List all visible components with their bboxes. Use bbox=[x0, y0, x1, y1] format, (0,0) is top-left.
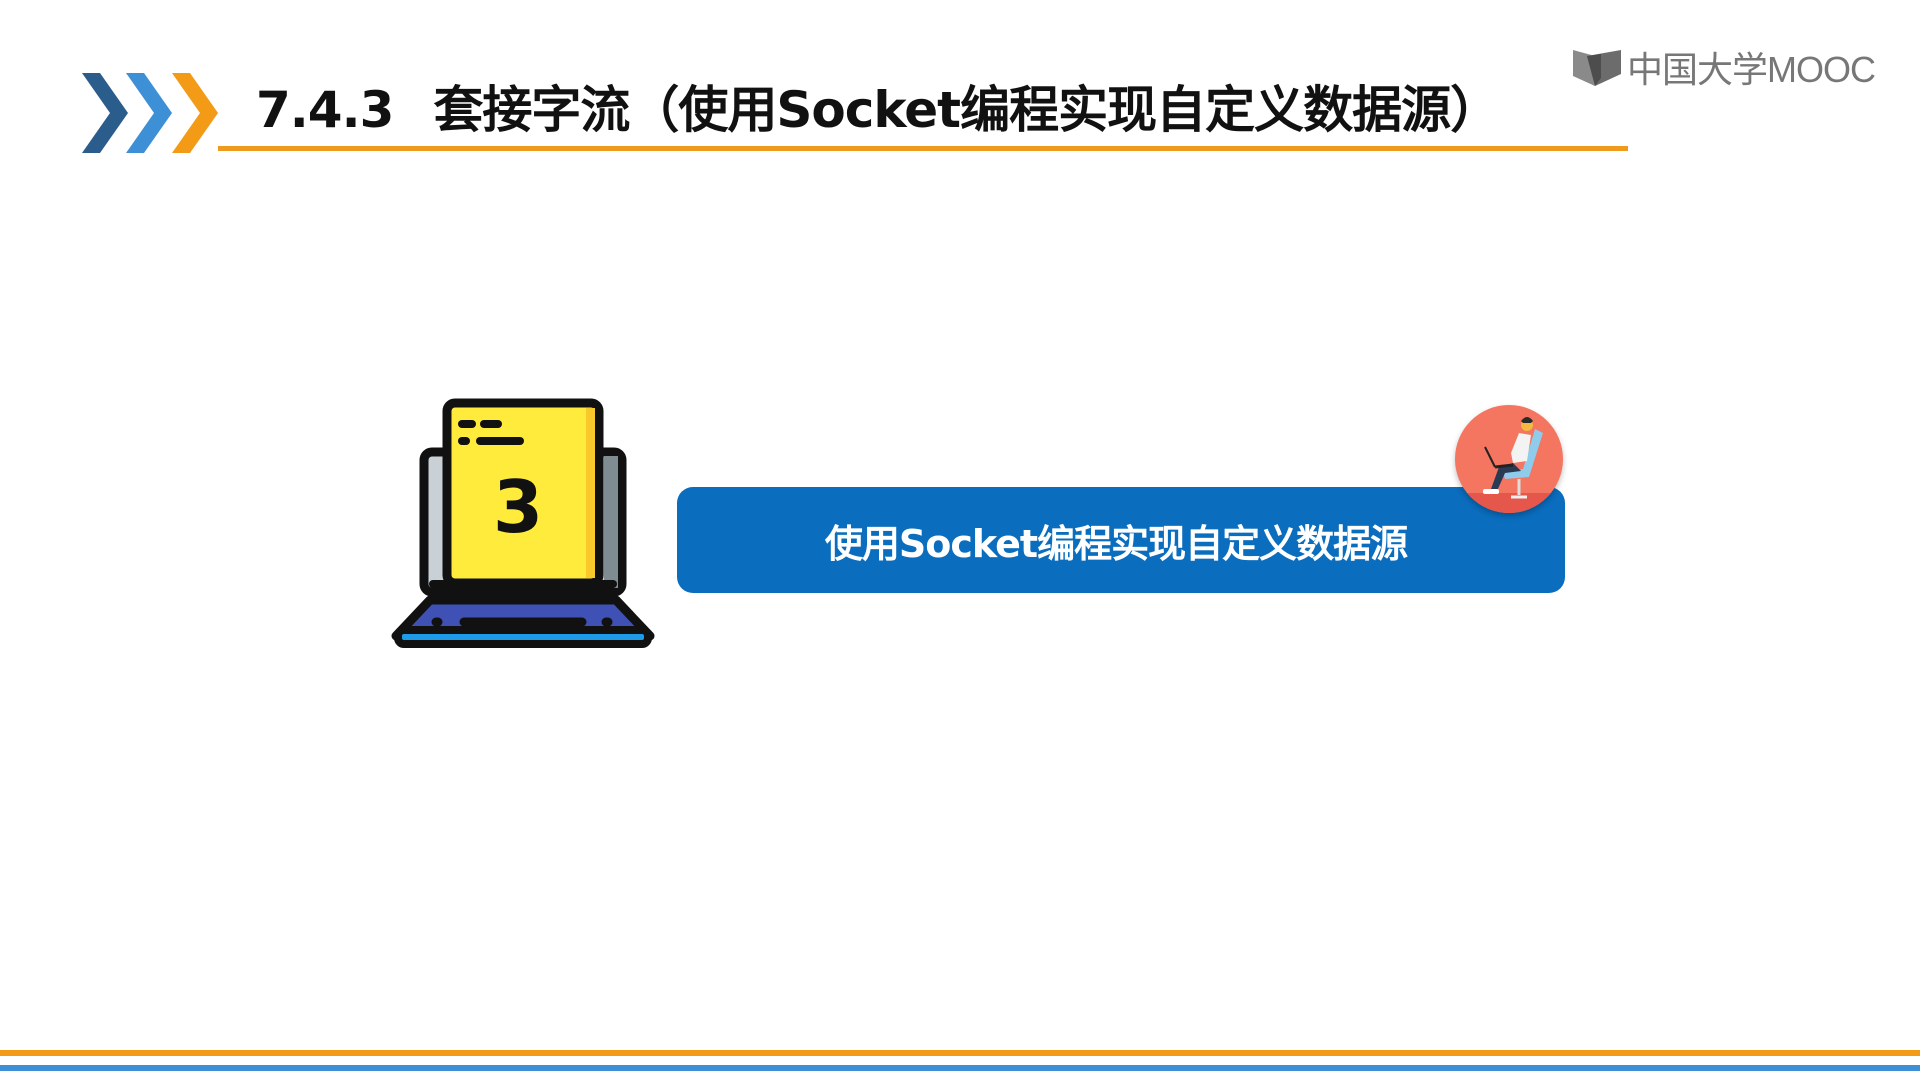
person-with-laptop-icon bbox=[1455, 405, 1563, 513]
topic-banner: 使用Socket编程实现自定义数据源 bbox=[677, 487, 1565, 593]
book-icon bbox=[1573, 50, 1621, 86]
section-title: 套接字流（使用Socket编程实现自定义数据源） bbox=[433, 81, 1500, 139]
step-number: 3 bbox=[493, 465, 543, 549]
banner-text: 使用Socket编程实现自定义数据源 bbox=[824, 521, 1408, 566]
section-number: 7.4.3 bbox=[256, 81, 394, 139]
title-underline bbox=[218, 146, 1628, 151]
footer-rule-blue bbox=[0, 1065, 1920, 1071]
laptop-document-icon: 3 bbox=[391, 398, 655, 648]
page-title: 7.4.3 套接字流（使用Socket编程实现自定义数据源） bbox=[256, 72, 1500, 148]
mooc-logo: 中国大学MOOC bbox=[1573, 44, 1876, 90]
chevrons-icon bbox=[82, 73, 218, 153]
logo-text: 中国大学MOOC bbox=[1627, 49, 1876, 90]
footer-rule-orange bbox=[0, 1050, 1920, 1056]
